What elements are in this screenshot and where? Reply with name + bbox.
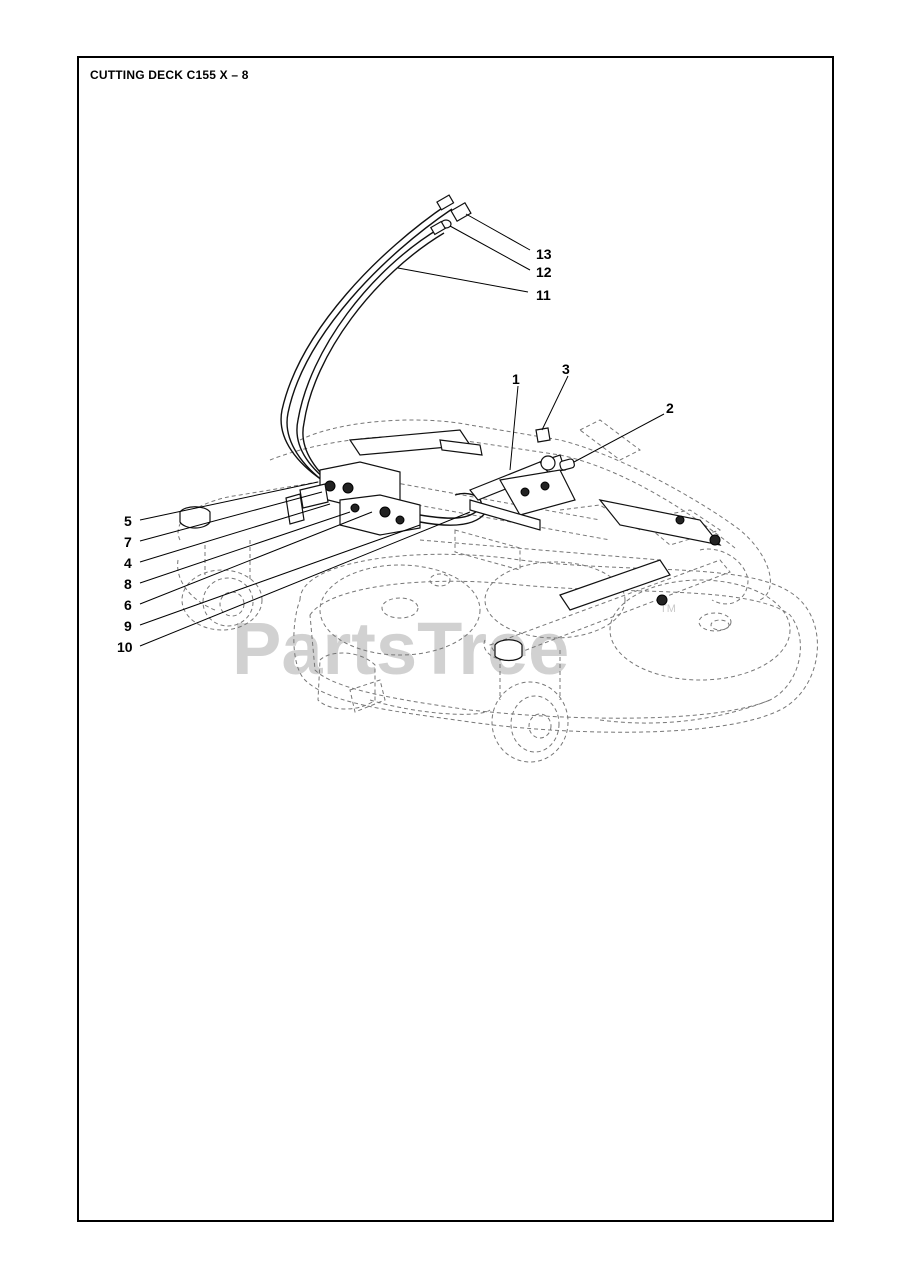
mower-deck-outline — [177, 419, 818, 763]
callout-4: 4 — [124, 555, 132, 571]
callout-12: 12 — [536, 264, 552, 280]
page-title: CUTTING DECK C155 X – 8 — [90, 68, 249, 82]
callout-2: 2 — [666, 400, 674, 416]
callout-6: 6 — [124, 597, 132, 613]
watermark-trademark: TM — [660, 603, 676, 615]
callout-7: 7 — [124, 534, 132, 550]
hose-end-fittings — [429, 194, 472, 236]
leader-lines — [139, 213, 665, 647]
lift-cylinder — [469, 454, 576, 516]
hydraulic-hoses — [280, 203, 453, 491]
clip-and-pin — [535, 427, 575, 471]
callout-3: 3 — [562, 361, 570, 377]
frame-rails — [179, 429, 722, 662]
diagram-frame — [77, 56, 834, 1222]
callout-1: 1 — [512, 371, 520, 387]
callout-13: 13 — [536, 246, 552, 262]
callout-10: 10 — [117, 639, 133, 655]
callout-labels: 13 12 11 1 3 2 5 7 4 8 6 9 10 — [117, 246, 674, 655]
callout-5: 5 — [124, 513, 132, 529]
valve-block-assembly — [285, 461, 487, 536]
callout-11: 11 — [536, 287, 551, 303]
callout-9: 9 — [124, 618, 132, 634]
callout-8: 8 — [124, 576, 132, 592]
